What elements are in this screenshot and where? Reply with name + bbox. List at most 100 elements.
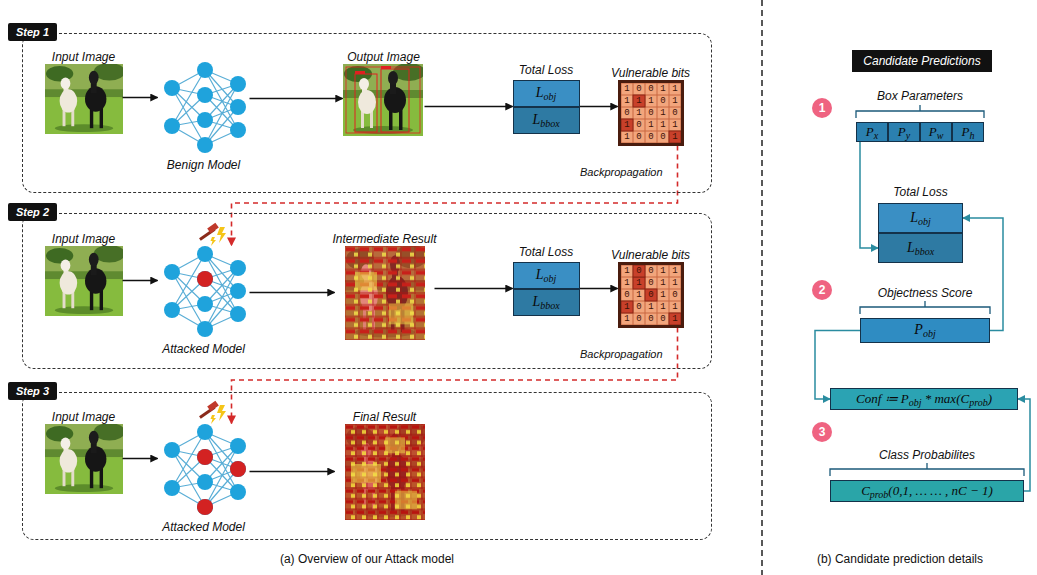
- input-photo: [45, 423, 125, 494]
- figure-label: Input Image: [25, 232, 143, 246]
- symbol: L: [907, 240, 915, 255]
- bit-cells: [621, 83, 681, 143]
- backprop-label: Backpropagation: [580, 166, 663, 179]
- formula-line: Lbbox: [907, 240, 934, 257]
- flipped-neuron: [230, 461, 246, 477]
- attacked-output-photo: [351, 464, 381, 483]
- section-title: Candidate Predictions: [852, 50, 992, 72]
- input-photo: [45, 63, 125, 134]
- subscript: obj: [918, 216, 931, 227]
- hammer-icon: [199, 223, 226, 246]
- connector-arrow: [860, 142, 878, 248]
- neural-network: [164, 62, 246, 153]
- formula-line: Py: [898, 124, 910, 141]
- model-figure: Attacked Model: [158, 246, 250, 356]
- step-tag: Step 3: [8, 382, 57, 400]
- bracket: [860, 301, 990, 314]
- bit-row: 1 0 0 1 1: [621, 83, 678, 95]
- bit-row: 0 1 0 1 0: [621, 107, 678, 119]
- loss-term: Lobj: [878, 203, 963, 233]
- callout-number: 2: [819, 283, 826, 297]
- model-figure: Benign Model: [158, 62, 250, 172]
- attacked-output-photo: [345, 245, 427, 340]
- subscript: bbox: [540, 300, 559, 311]
- flipped-neuron: [197, 271, 213, 287]
- symbol: Conf ≔ P: [856, 391, 909, 406]
- flipped-neuron: [197, 449, 213, 465]
- param-box: Pw: [920, 122, 952, 142]
- step-tag: Step 1: [8, 23, 57, 41]
- callout-circle: 1: [812, 98, 832, 118]
- backprop-label: Backpropagation: [580, 348, 663, 361]
- symbol: P: [914, 322, 923, 337]
- callout-circle: 2: [812, 280, 832, 300]
- connector-arrow: [1018, 399, 1030, 491]
- symbol: P: [898, 124, 906, 139]
- bit-row: 1 1 1 0 1: [621, 95, 678, 107]
- connector-arrow: [123, 280, 158, 281]
- bit-row: 1 0 0 1 1: [621, 265, 678, 277]
- figure-label: Final Result: [315, 410, 455, 424]
- subscript: y: [906, 130, 910, 141]
- input-photo: [45, 423, 125, 494]
- image-figure: Output Image: [343, 50, 425, 136]
- flipped-neuron: [197, 499, 213, 515]
- caption: (b) Candidate prediction details: [790, 552, 1010, 567]
- symbol: P: [929, 124, 937, 139]
- output-photo: [381, 69, 409, 132]
- loss-term: Lobj: [513, 80, 580, 107]
- box-heading: Total Loss: [893, 185, 947, 199]
- bit-cells: [621, 265, 681, 325]
- step-tag: Step 2: [8, 203, 57, 221]
- formula-line: Lobj: [910, 210, 931, 227]
- box-heading: Objectness Score: [878, 286, 973, 300]
- class-prob-box: Class ProbabilitesCprob(0,1, … … , nC − …: [830, 480, 1024, 502]
- attacked-output-photo: [395, 491, 417, 510]
- backprop-arrow: [232, 146, 678, 246]
- formula-line: Lbbox: [532, 112, 559, 129]
- bracket: [830, 463, 1024, 476]
- confidence-box: Conf ≔ Pobj * max(Cprob): [830, 388, 1018, 410]
- figure-label: Intermediate Result: [315, 232, 455, 246]
- attacked-output-photo: [345, 424, 425, 520]
- loss-box: Total LossLobjLbbox: [878, 203, 963, 263]
- loss-term: Lbbox: [513, 289, 580, 316]
- box-heading: Vulnerable bits: [611, 66, 690, 80]
- symbol: P: [866, 124, 874, 139]
- model-figure: Attacked Model: [158, 424, 250, 534]
- formula-line: Candidate Predictions: [863, 54, 980, 68]
- connector-arrow: [580, 288, 618, 289]
- image-figure: Intermediate Result: [335, 232, 435, 340]
- image-figure: Input Image: [45, 50, 123, 134]
- formula-line: Px: [866, 124, 878, 141]
- bit-row: 1 0 0 0 1: [621, 313, 678, 325]
- output-photo: [355, 71, 365, 74]
- input-photo: [45, 245, 125, 316]
- neural-network: [164, 246, 246, 337]
- divider-line: [761, 0, 763, 575]
- connector-arrow: [123, 458, 158, 459]
- output-photo: [346, 67, 420, 133]
- bracket: [856, 105, 984, 118]
- formula-line: Cprob(0,1, … … , nC − 1): [861, 483, 993, 500]
- connector-arrow: [963, 218, 1003, 331]
- callout-number: 1: [819, 101, 826, 115]
- bit-row: 0 1 0 1 0: [621, 289, 678, 301]
- formula-line: Ph: [962, 124, 975, 141]
- output-photo: [343, 63, 425, 136]
- connector-arrow: [425, 106, 513, 107]
- bit-row: 1 0 1 1 1: [621, 119, 678, 131]
- bit-row: 1 0 1 1 1: [621, 301, 678, 313]
- input-photo: [45, 63, 125, 134]
- loss-term: Lbbox: [513, 107, 580, 134]
- subscript: prob: [870, 489, 889, 500]
- loss-term: Lobj: [513, 262, 580, 289]
- callout-number: 3: [819, 425, 826, 439]
- hammer-icon: [199, 401, 226, 424]
- attacked-output-photo: [345, 423, 427, 520]
- loss-box: Total LossLobjLbbox: [513, 80, 580, 134]
- subscript: bbox: [915, 246, 934, 257]
- symbol: L: [536, 267, 544, 282]
- connector-arrow: [580, 106, 618, 107]
